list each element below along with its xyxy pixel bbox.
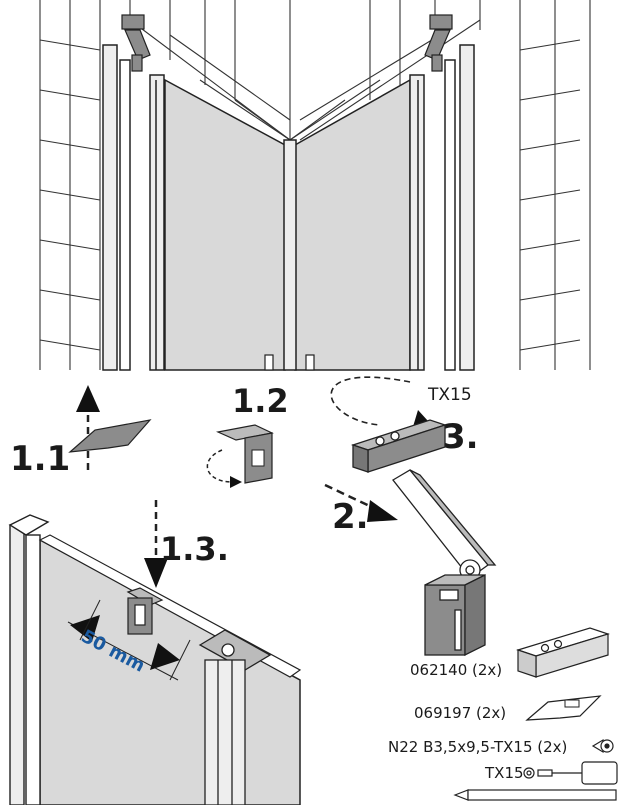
- step-1-3-group: 1.3. 50 mm: [8, 500, 302, 805]
- step-2-group: 2.: [324, 469, 497, 657]
- arrow-up-icon: [76, 385, 100, 470]
- dimension-marker: [67, 599, 191, 681]
- tile-wall: [39, 0, 591, 370]
- bracket-clip: [216, 424, 274, 484]
- wall-bracket-left: [121, 14, 151, 72]
- hinge-mechanism: [198, 629, 272, 805]
- clip-plate-part-icon: [525, 695, 602, 721]
- holder-part-icon: [516, 627, 610, 678]
- profile-left: [102, 44, 165, 371]
- step-1-2-label: 1.2: [232, 382, 289, 420]
- rotation-arrow-icon: [330, 376, 411, 426]
- profile-center: [283, 139, 297, 371]
- shower-corner-scene: [39, 0, 591, 371]
- profile-bottom-left: [8, 514, 50, 805]
- clip-plate: [68, 419, 152, 453]
- step-1-1-label: 1.1: [10, 439, 70, 479]
- glass-panel-bottom: [39, 538, 301, 805]
- rotate-icon: [206, 449, 233, 483]
- arrow-diagonal-icon: [367, 500, 398, 522]
- part-label-062140: 062140 (2x): [410, 661, 502, 679]
- step-1-3-label: 1.3.: [160, 530, 229, 568]
- profile-right: [409, 44, 475, 371]
- arrow-down-icon: [144, 500, 168, 588]
- step-3-group: TX15 3.: [330, 376, 479, 473]
- tool-label: TX15: [427, 385, 472, 405]
- pencil-icon: [453, 789, 617, 801]
- handle-right: [305, 354, 315, 371]
- step-1-2-group: 1.2: [206, 382, 289, 488]
- edge-clip: [126, 587, 164, 635]
- step-1-1-group: 1.1: [10, 385, 152, 479]
- part-label-tx15: TX15: [484, 764, 524, 782]
- screw-icon: [591, 738, 614, 754]
- part-label-069197: 069197 (2x): [414, 704, 506, 722]
- wall-bracket-right: [424, 14, 453, 72]
- part-label-screw: N22 B3,5x9,5-TX15 (2x): [388, 738, 567, 756]
- handle-left: [264, 354, 274, 371]
- support-arm: [392, 469, 497, 657]
- screwdriver-icon: [523, 761, 618, 785]
- holder-box: [350, 419, 448, 473]
- parts-list: 062140 (2x) 069197 (2x) N22 B3,5x9,5-TX1…: [388, 627, 618, 801]
- step-3-label: 3.: [442, 417, 479, 457]
